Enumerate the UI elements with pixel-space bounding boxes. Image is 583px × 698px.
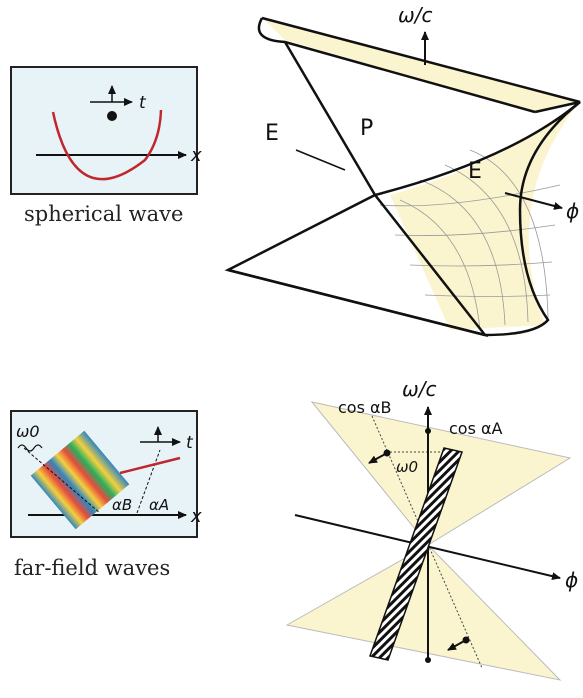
spherical-inset: x t [36, 85, 202, 181]
bottom-cone-diagram: ω/c ϕ cos αB cos αA ω0 [285, 377, 578, 681]
direction-A-dashed [136, 449, 161, 514]
alpha-B-label: αB [112, 496, 132, 514]
phi-axis-arrow [504, 192, 563, 210]
E-right-label: E [468, 159, 482, 184]
upper-surface [262, 18, 580, 112]
t-axis-label: t [139, 93, 147, 113]
omega0-label: ω0 [16, 422, 40, 441]
lower-cone-sheet [285, 544, 562, 681]
spherical-wavefront [51, 109, 163, 181]
plane-wave-front [119, 456, 181, 475]
phi-axis-label: ϕ [565, 568, 578, 592]
far-field-waves-caption: far-field waves [14, 556, 171, 580]
alpha-A-label: αA [149, 496, 169, 514]
phi-axis-label: ϕ [566, 199, 579, 223]
omega0-label: ω0 [396, 458, 418, 476]
surface-grid [379, 149, 561, 331]
x-axis-label: x [190, 145, 202, 166]
omega-c-axis-label: ω/c [398, 3, 432, 27]
E-label-pointer [295, 149, 346, 171]
cos-alpha-A-label: cos αA [449, 419, 503, 438]
x-axis-label: x [190, 506, 202, 527]
omega0-wave-symbol [17, 444, 43, 452]
lower-surface [390, 102, 580, 330]
spherical-wave-panel [10, 66, 198, 195]
E-left-label: E [265, 121, 279, 146]
spectral-band [369, 447, 463, 661]
wave-packet [30, 430, 130, 530]
direction-B-dashed [23, 447, 101, 514]
t-axis-label: t [186, 433, 194, 453]
cos-alpha-B-label: cos αB [338, 398, 392, 417]
source-point [107, 111, 117, 121]
far-field-inset: x ω0 αB αA t [16, 422, 202, 530]
P-label: P [360, 116, 373, 141]
spherical-wave-caption: spherical wave [24, 202, 184, 226]
omega-c-axis-label: ω/c [402, 377, 436, 401]
top-cone-diagram: ω/c ϕ E P E [224, 3, 581, 338]
